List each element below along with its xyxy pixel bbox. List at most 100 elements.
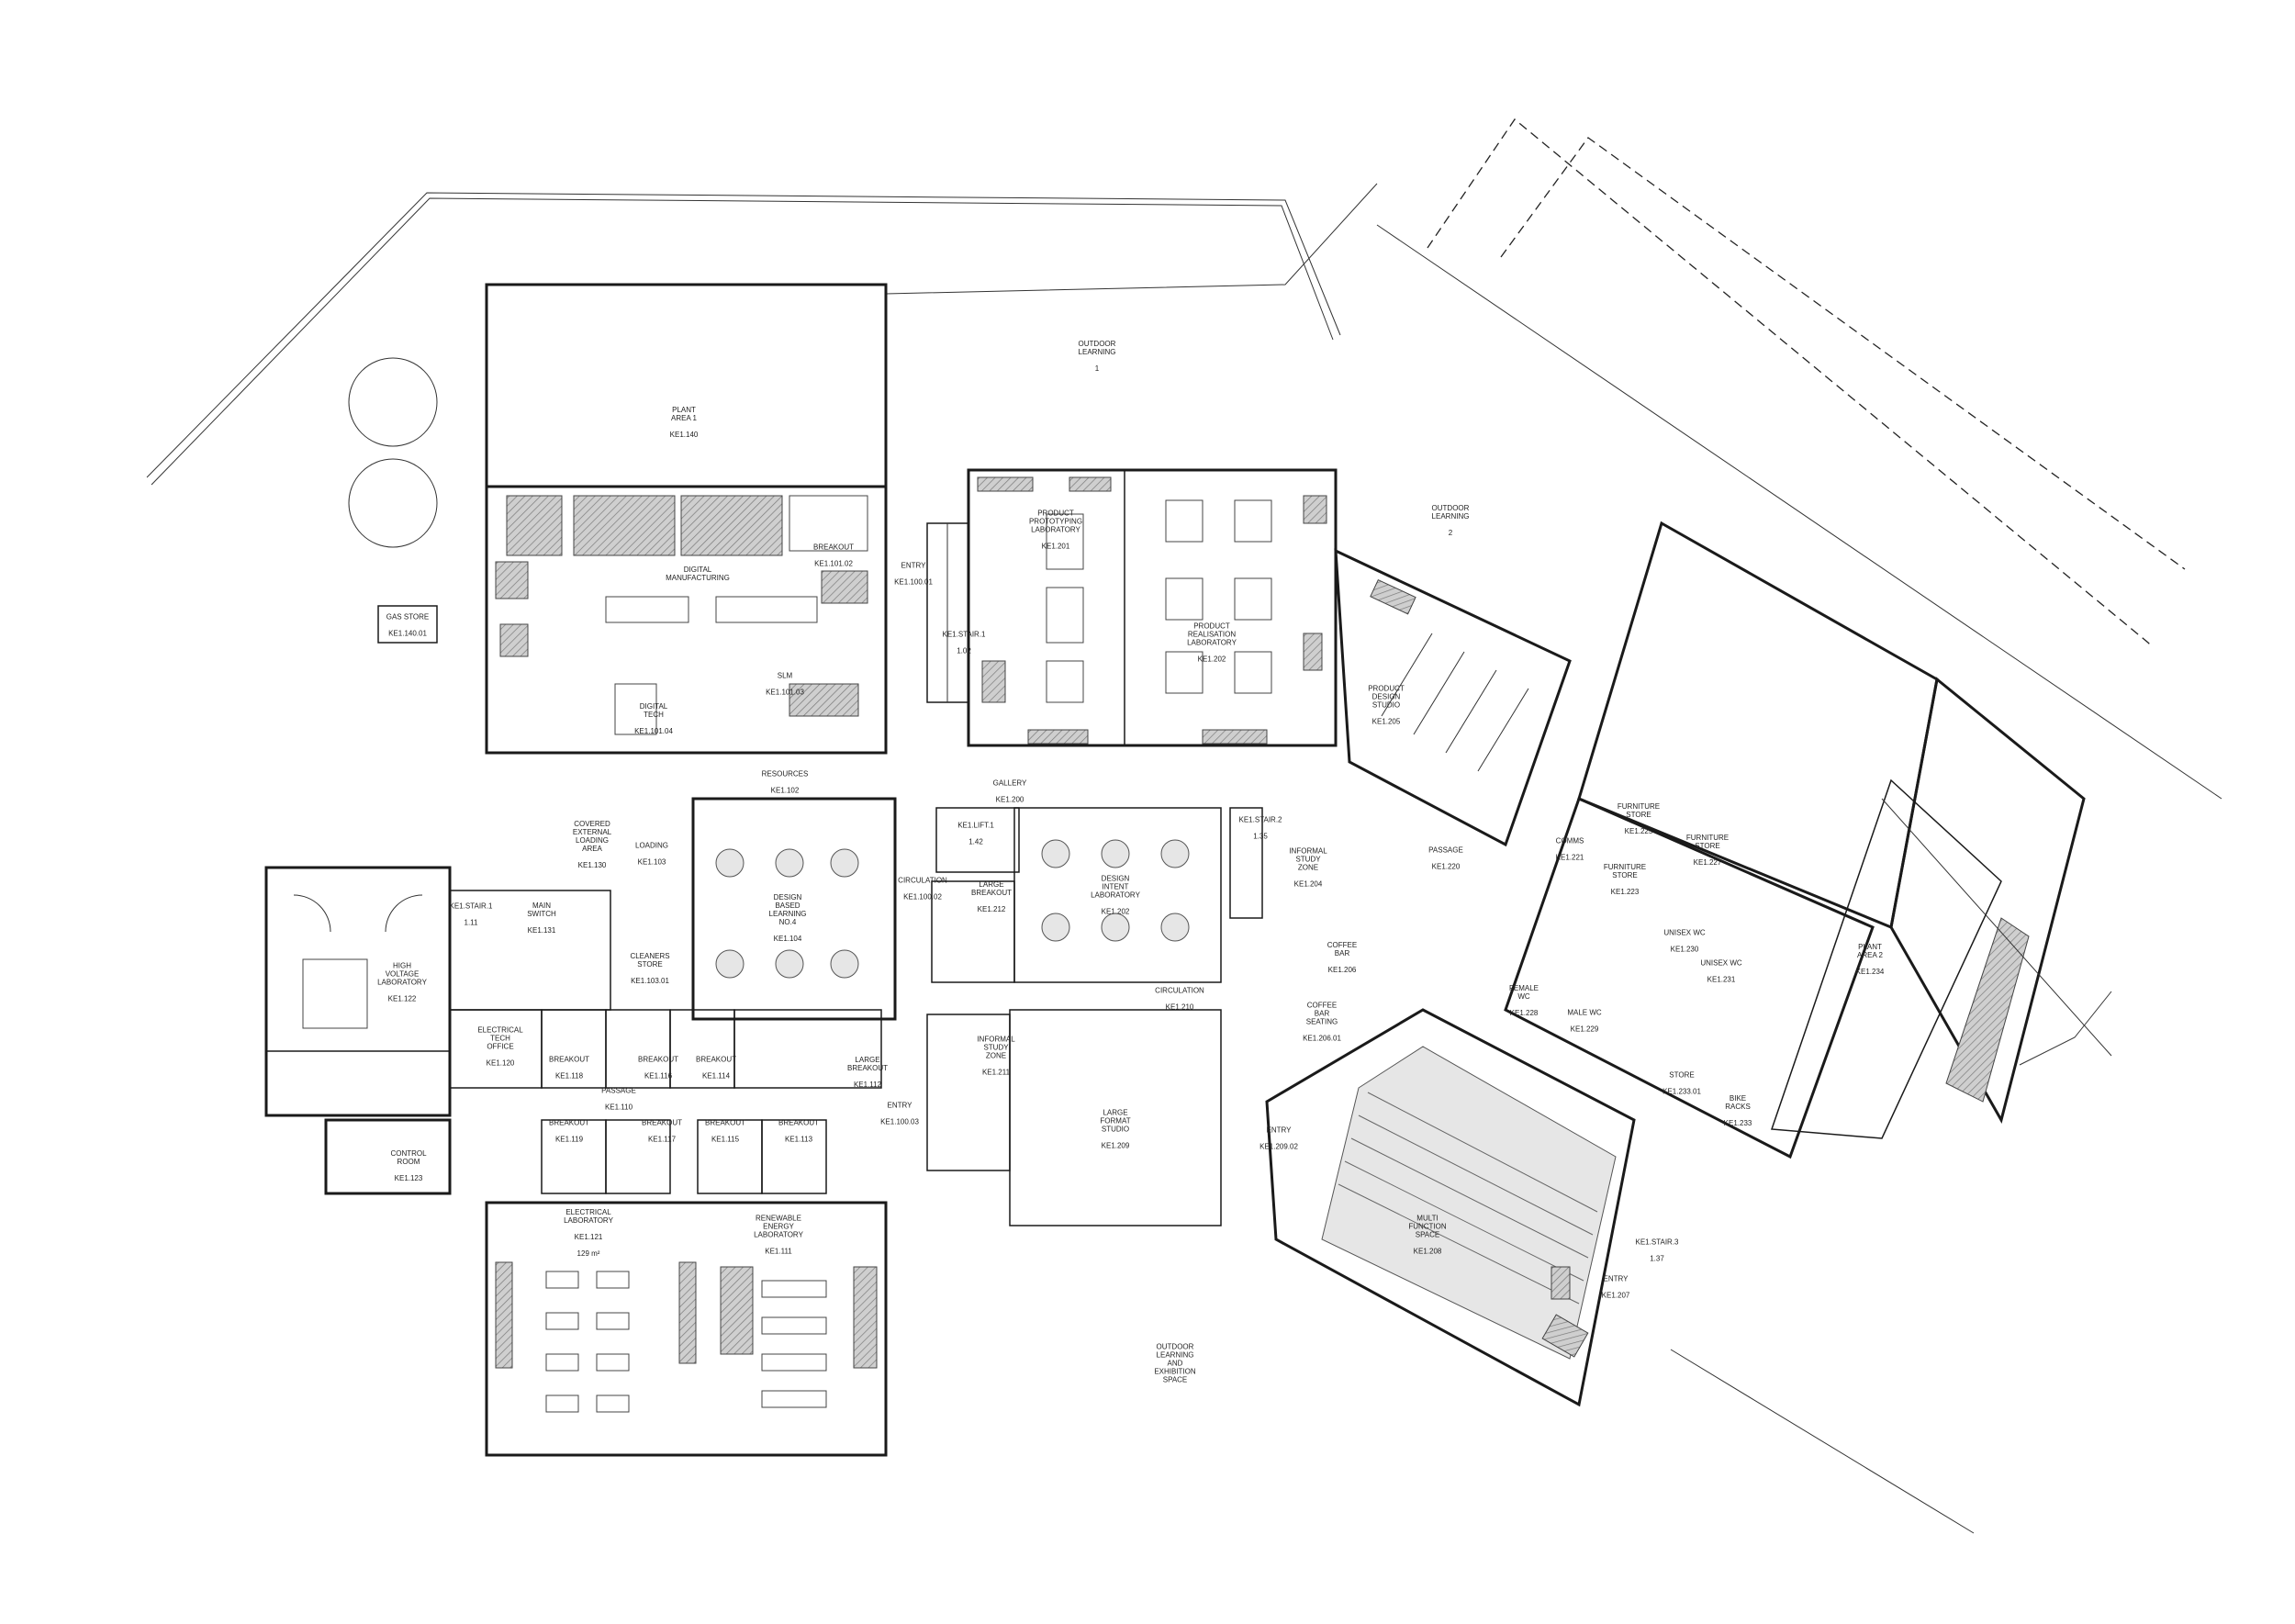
room-name: ENTRY [1603,1274,1629,1283]
room-comms: COMMS KE1.221 [1556,829,1584,870]
room-code: KE1.227 [1693,858,1722,867]
room-outdoor-2: OUTDOOR LEARNING 2 [1432,496,1470,545]
room-code: KE1.119 [554,1135,584,1144]
room-name: MALE WC [1567,1008,1602,1017]
room-large-format: LARGE FORMAT STUDIO KE1.209 [1100,1101,1130,1159]
room-code: KE1.140.01 [388,629,427,638]
room-name: BREAKOUT [695,1055,737,1064]
west-block [264,866,882,1195]
room-circulation-210: CIRCULATION KE1.210 [1155,979,1204,1020]
stair-1-02 [926,522,969,703]
room-name: ELECTRICAL TECH OFFICE [477,1025,523,1051]
central-spine [691,797,1263,1226]
room-breakout-113: BREAKOUT KE1.113 [778,1111,819,1152]
room-gallery: GALLERY KE1.200 [993,771,1027,812]
room-code: KE1.207 [1601,1291,1630,1300]
room-code: KE1.112 [853,1081,882,1089]
room-name: DIGITAL MANUFACTURING [666,566,730,582]
room-code: KE1.228 [1509,1009,1539,1017]
room-code: 1.42 [968,837,983,846]
room-code: KE1.101.03 [766,688,804,697]
room-name: MULTI FUNCTION SPACE [1408,1214,1447,1239]
room-name: RENEWABLE ENERGY LABORATORY [754,1214,803,1239]
room-name: BIKE RACKS [1725,1094,1751,1111]
room-large-breakout-112: LARGE BREAKOUT KE1.112 [847,1047,888,1097]
room-stair-2: KE1.STAIR.2 1.35 [1239,808,1282,849]
room-code: KE1.210 [1165,1002,1194,1012]
room-large-breakout: LARGE BREAKOUT KE1.212 [971,872,1012,922]
room-area: 129 m² [577,1249,600,1258]
room-covered-loading: COVERED EXTERNAL LOADING AREA KE1.130 [573,812,611,878]
gas-tanks [348,357,438,644]
room-name: BREAKOUT [637,1055,679,1064]
room-name: FURNITURE STORE [1617,802,1661,819]
room-code: KE1.116 [644,1071,673,1081]
room-name: PASSAGE [1428,846,1463,855]
room-outdoor-exhibition: OUTDOOR LEARNING AND EXHIBITION SPACE [1154,1335,1195,1393]
room-lift: KE1.LIFT.1 1.42 [957,813,994,855]
room-name: COVERED EXTERNAL LOADING AREA [572,820,612,853]
room-outdoor-1: OUTDOOR LEARNING 1 [1079,331,1116,381]
room-digital-manufacturing: DIGITAL MANUFACTURING [666,557,730,590]
plant-area-1 [485,283,888,488]
south-labs [485,1201,888,1457]
room-furniture-store-3: FURNITURE STORE KE1.223 [1604,855,1646,904]
room-stair-111: KE1.STAIR.1 1.11 [450,894,493,935]
room-name: COMMS [1555,836,1584,846]
room-product-realisation: PRODUCT REALISATION LABORATORY KE1.202 [1187,614,1237,672]
room-code: KE1.111 [765,1247,792,1256]
room-renewable-lab: RENEWABLE ENERGY LABORATORY KE1.111 [754,1206,803,1264]
room-code: KE1.225 [1624,827,1653,835]
room-code: KE1.202 [1197,655,1226,664]
room-name: RESOURCES [761,769,809,778]
room-breakout-114: BREAKOUT KE1.114 [696,1047,736,1089]
room-code: KE1.221 [1555,853,1584,862]
room-furniture-store-2: FURNITURE STORE KE1.227 [1686,825,1729,875]
room-name: LARGE BREAKOUT [846,1056,889,1072]
room-name: CLEANERS STORE [630,952,670,969]
room-name: LOADING [634,841,669,850]
room-circulation-10002: CIRCULATION KE1.100.02 [898,868,947,910]
room-code: KE1.206 [1327,966,1357,974]
room-cleaners-store: CLEANERS STORE KE1.103.01 [630,944,669,993]
room-name: FURNITURE STORE [1685,834,1730,850]
room-bike-racks: BIKE RACKS KE1.233 [1724,1086,1752,1136]
room-name: ENTRY [901,561,926,570]
room-code: 1.02 [957,646,971,655]
product-design-studio [1334,548,1572,847]
room-coffee-bar-seating: COFFEE BAR SEATING KE1.206.01 [1303,993,1341,1051]
room-name: KE1.LIFT.1 [957,821,994,830]
room-slm: SLM KE1.101.03 [766,664,804,705]
room-name: CIRCULATION [898,876,947,885]
room-name: DIGITAL TECH [639,702,668,719]
room-code: KE1.209.02 [1259,1142,1298,1151]
room-name: MAIN SWITCH [527,902,556,918]
room-code: KE1.211 [981,1068,1011,1077]
room-breakout-116: BREAKOUT KE1.116 [638,1047,678,1089]
site-boundary [146,118,2222,800]
room-name: LARGE BREAKOUT [970,880,1013,897]
room-code: KE1.101.02 [814,559,853,568]
room-name: BREAKOUT [548,1055,590,1064]
room-coffee-bar: COFFEE BAR KE1.206 [1327,933,1357,982]
room-passage-220: PASSAGE KE1.220 [1428,838,1463,879]
room-code: 1.37 [1650,1254,1664,1263]
room-code: KE1.118 [554,1071,584,1081]
room-name: BREAKOUT [812,543,855,552]
room-name: BREAKOUT [548,1118,590,1127]
room-code: KE1.110 [604,1103,633,1112]
room-name: PRODUCT DESIGN STUDIO [1368,684,1405,710]
room-stair-3: KE1.STAIR.3 1.37 [1636,1230,1679,1271]
east-steps [1670,798,2112,1534]
room-multi-function: MULTI FUNCTION SPACE KE1.208 [1408,1206,1446,1264]
room-code: KE1.233.01 [1662,1087,1701,1096]
room-code: KE1.208 [1413,1247,1442,1256]
room-informal-study-1: INFORMAL STUDY ZONE KE1.204 [1289,839,1327,897]
room-name: STORE [1669,1070,1695,1080]
room-code: KE1.229 [1570,1025,1599,1034]
room-name: INFORMAL STUDY ZONE [977,1035,1015,1060]
room-code: KE1.140 [669,431,699,439]
room-breakout-119: BREAKOUT KE1.119 [549,1111,589,1152]
room-name: OUTDOOR LEARNING [1431,504,1470,521]
room-code: KE1.205 [1371,717,1401,726]
